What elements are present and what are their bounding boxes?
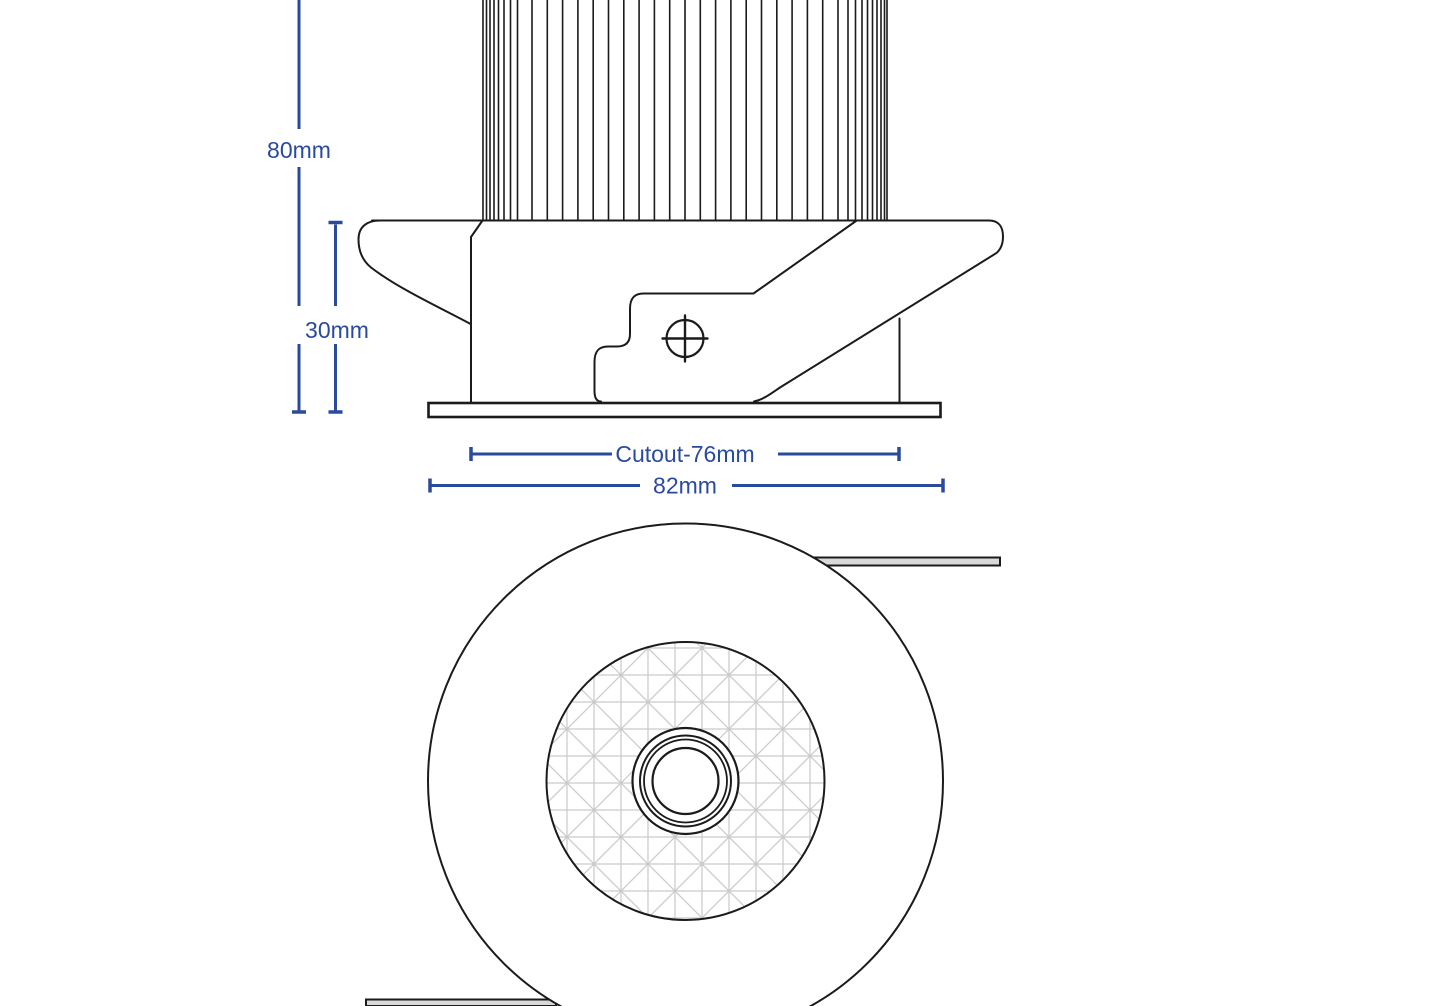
mounting-tab-bottom-left <box>365 998 557 1006</box>
dimension-label-80mm: 80mm <box>267 137 331 163</box>
mounting-clip-right <box>753 219 1005 403</box>
body-left-edge <box>470 219 484 403</box>
dimension-cutout: Cutout-76mm <box>469 441 901 467</box>
lens-rings <box>631 726 740 836</box>
dimension-overall-diameter: 82mm <box>428 473 945 499</box>
dimension-label-30mm: 30mm <box>305 317 369 343</box>
dimension-total-height: 80mm <box>267 0 331 414</box>
mounting-tab-top-right <box>811 556 1001 567</box>
plan-view <box>365 522 1001 1006</box>
dimension-label-82mm: 82mm <box>653 473 717 499</box>
mounting-bracket <box>593 220 857 403</box>
dimension-recess-depth: 30mm <box>305 220 369 414</box>
mounting-clip-left <box>357 219 472 325</box>
screw-icon <box>661 314 709 363</box>
dimension-label-cutout: Cutout-76mm <box>615 441 754 467</box>
side-view <box>357 0 1005 419</box>
heatsink-fins <box>482 0 888 220</box>
trim-flange <box>427 401 942 419</box>
